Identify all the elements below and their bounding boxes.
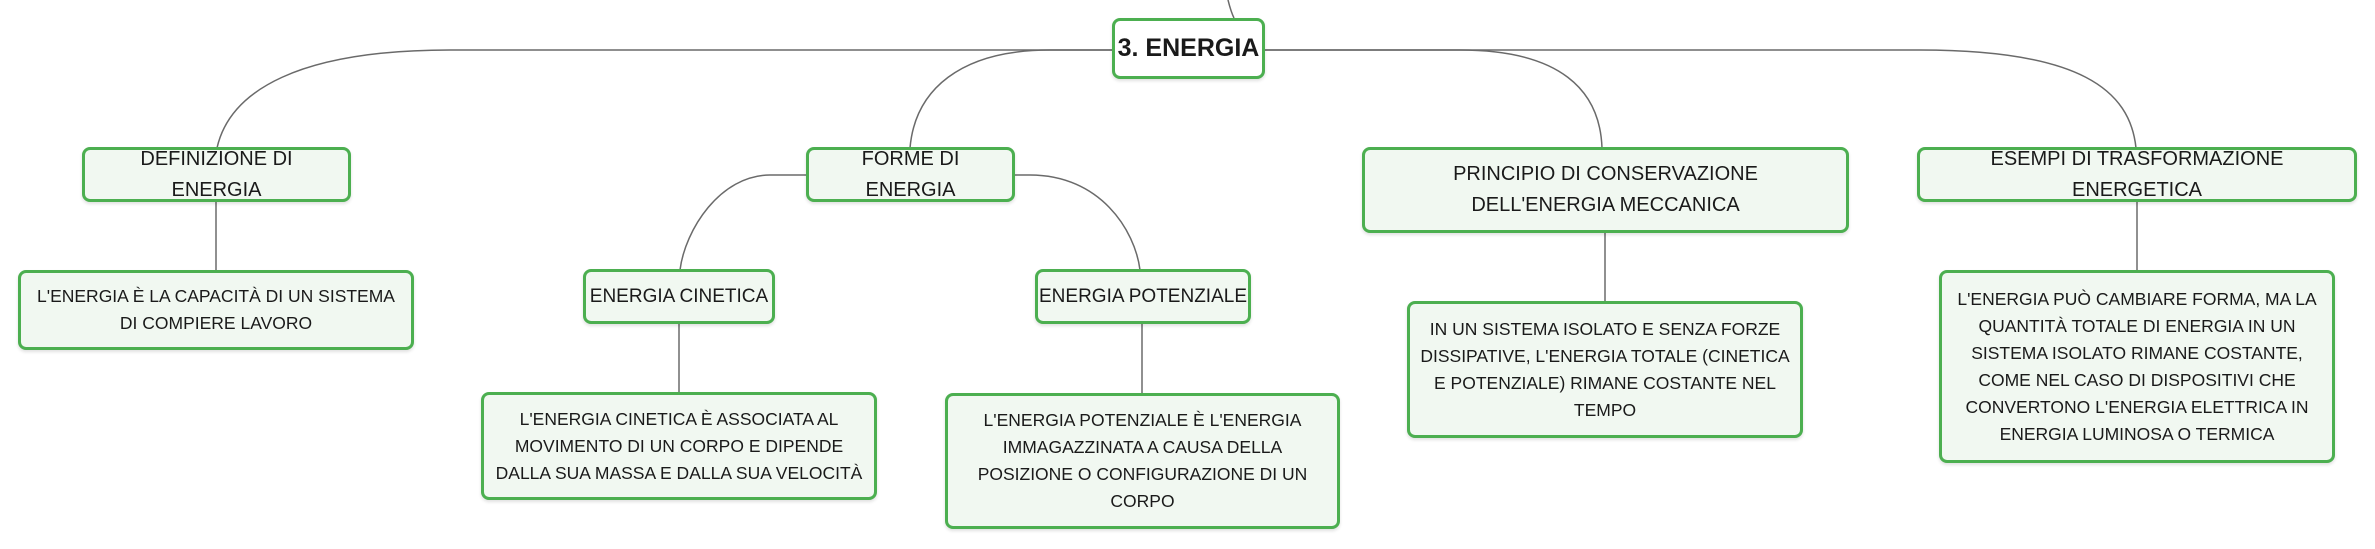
root-node[interactable]: 3. ENERGIA [1112,18,1265,79]
detail-text: L'ENERGIA CINETICA È ASSOCIATA AL MOVIME… [495,408,863,483]
connector-root-to-forme [909,49,1114,149]
detail-node-principio[interactable]: IN UN SISTEMA ISOLATO E SENZA FORZE DISS… [1407,301,1803,438]
connector-root-to-esempi [1262,49,2137,149]
category-node-esempi[interactable]: ESEMPI DI TRASFORMAZIONE ENERGETICA [1917,147,2357,202]
category-node-forme[interactable]: FORME DI ENERGIA [806,147,1015,202]
subtopic-node-cinetica[interactable]: ENERGIA CINETICA [583,269,775,324]
connector-forme-to-potenziale [1012,174,1141,271]
connector-root-to-principio [1262,49,1603,149]
detail-text: L'ENERGIA POTENZIALE È L'ENERGIA IMMAGAZ… [977,410,1308,511]
category-node-principio[interactable]: PRINCIPIO DI CONSERVAZIONE DELL'ENERGIA … [1362,147,1849,233]
subtopic-node-potenziale[interactable]: ENERGIA POTENZIALE [1035,269,1251,324]
connector-parent-to-root [1227,0,1235,19]
category-label: FORME DI ENERGIA [861,147,960,201]
category-label: ESEMPI DI TRASFORMAZIONE ENERGETICA [1990,147,2284,201]
category-node-definizione[interactable]: DEFINIZIONE DI ENERGIA [82,147,351,202]
subtopic-label: ENERGIA POTENZIALE [1039,285,1247,307]
connector-root-to-definizione [216,49,1114,149]
detail-text: L'ENERGIA PUÒ CAMBIARE FORMA, MA LA QUAN… [1957,288,2317,444]
detail-text: L'ENERGIA È LA CAPACITÀ DI UN SISTEMA DI… [37,286,395,333]
detail-node-potenziale[interactable]: L'ENERGIA POTENZIALE È L'ENERGIA IMMAGAZ… [945,393,1340,529]
category-label: DEFINIZIONE DI ENERGIA [140,147,293,201]
connector-forme-to-cinetica [679,174,808,271]
category-label: PRINCIPIO DI CONSERVAZIONE DELL'ENERGIA … [1453,163,1758,216]
detail-node-esempi[interactable]: L'ENERGIA PUÒ CAMBIARE FORMA, MA LA QUAN… [1939,270,2335,463]
detail-node-definizione[interactable]: L'ENERGIA È LA CAPACITÀ DI UN SISTEMA DI… [18,270,414,350]
detail-text: IN UN SISTEMA ISOLATO E SENZA FORZE DISS… [1420,318,1790,420]
subtopic-label: ENERGIA CINETICA [589,285,769,307]
detail-node-cinetica[interactable]: L'ENERGIA CINETICA È ASSOCIATA AL MOVIME… [481,392,877,500]
root-label: 3. ENERGIA [1117,34,1260,62]
